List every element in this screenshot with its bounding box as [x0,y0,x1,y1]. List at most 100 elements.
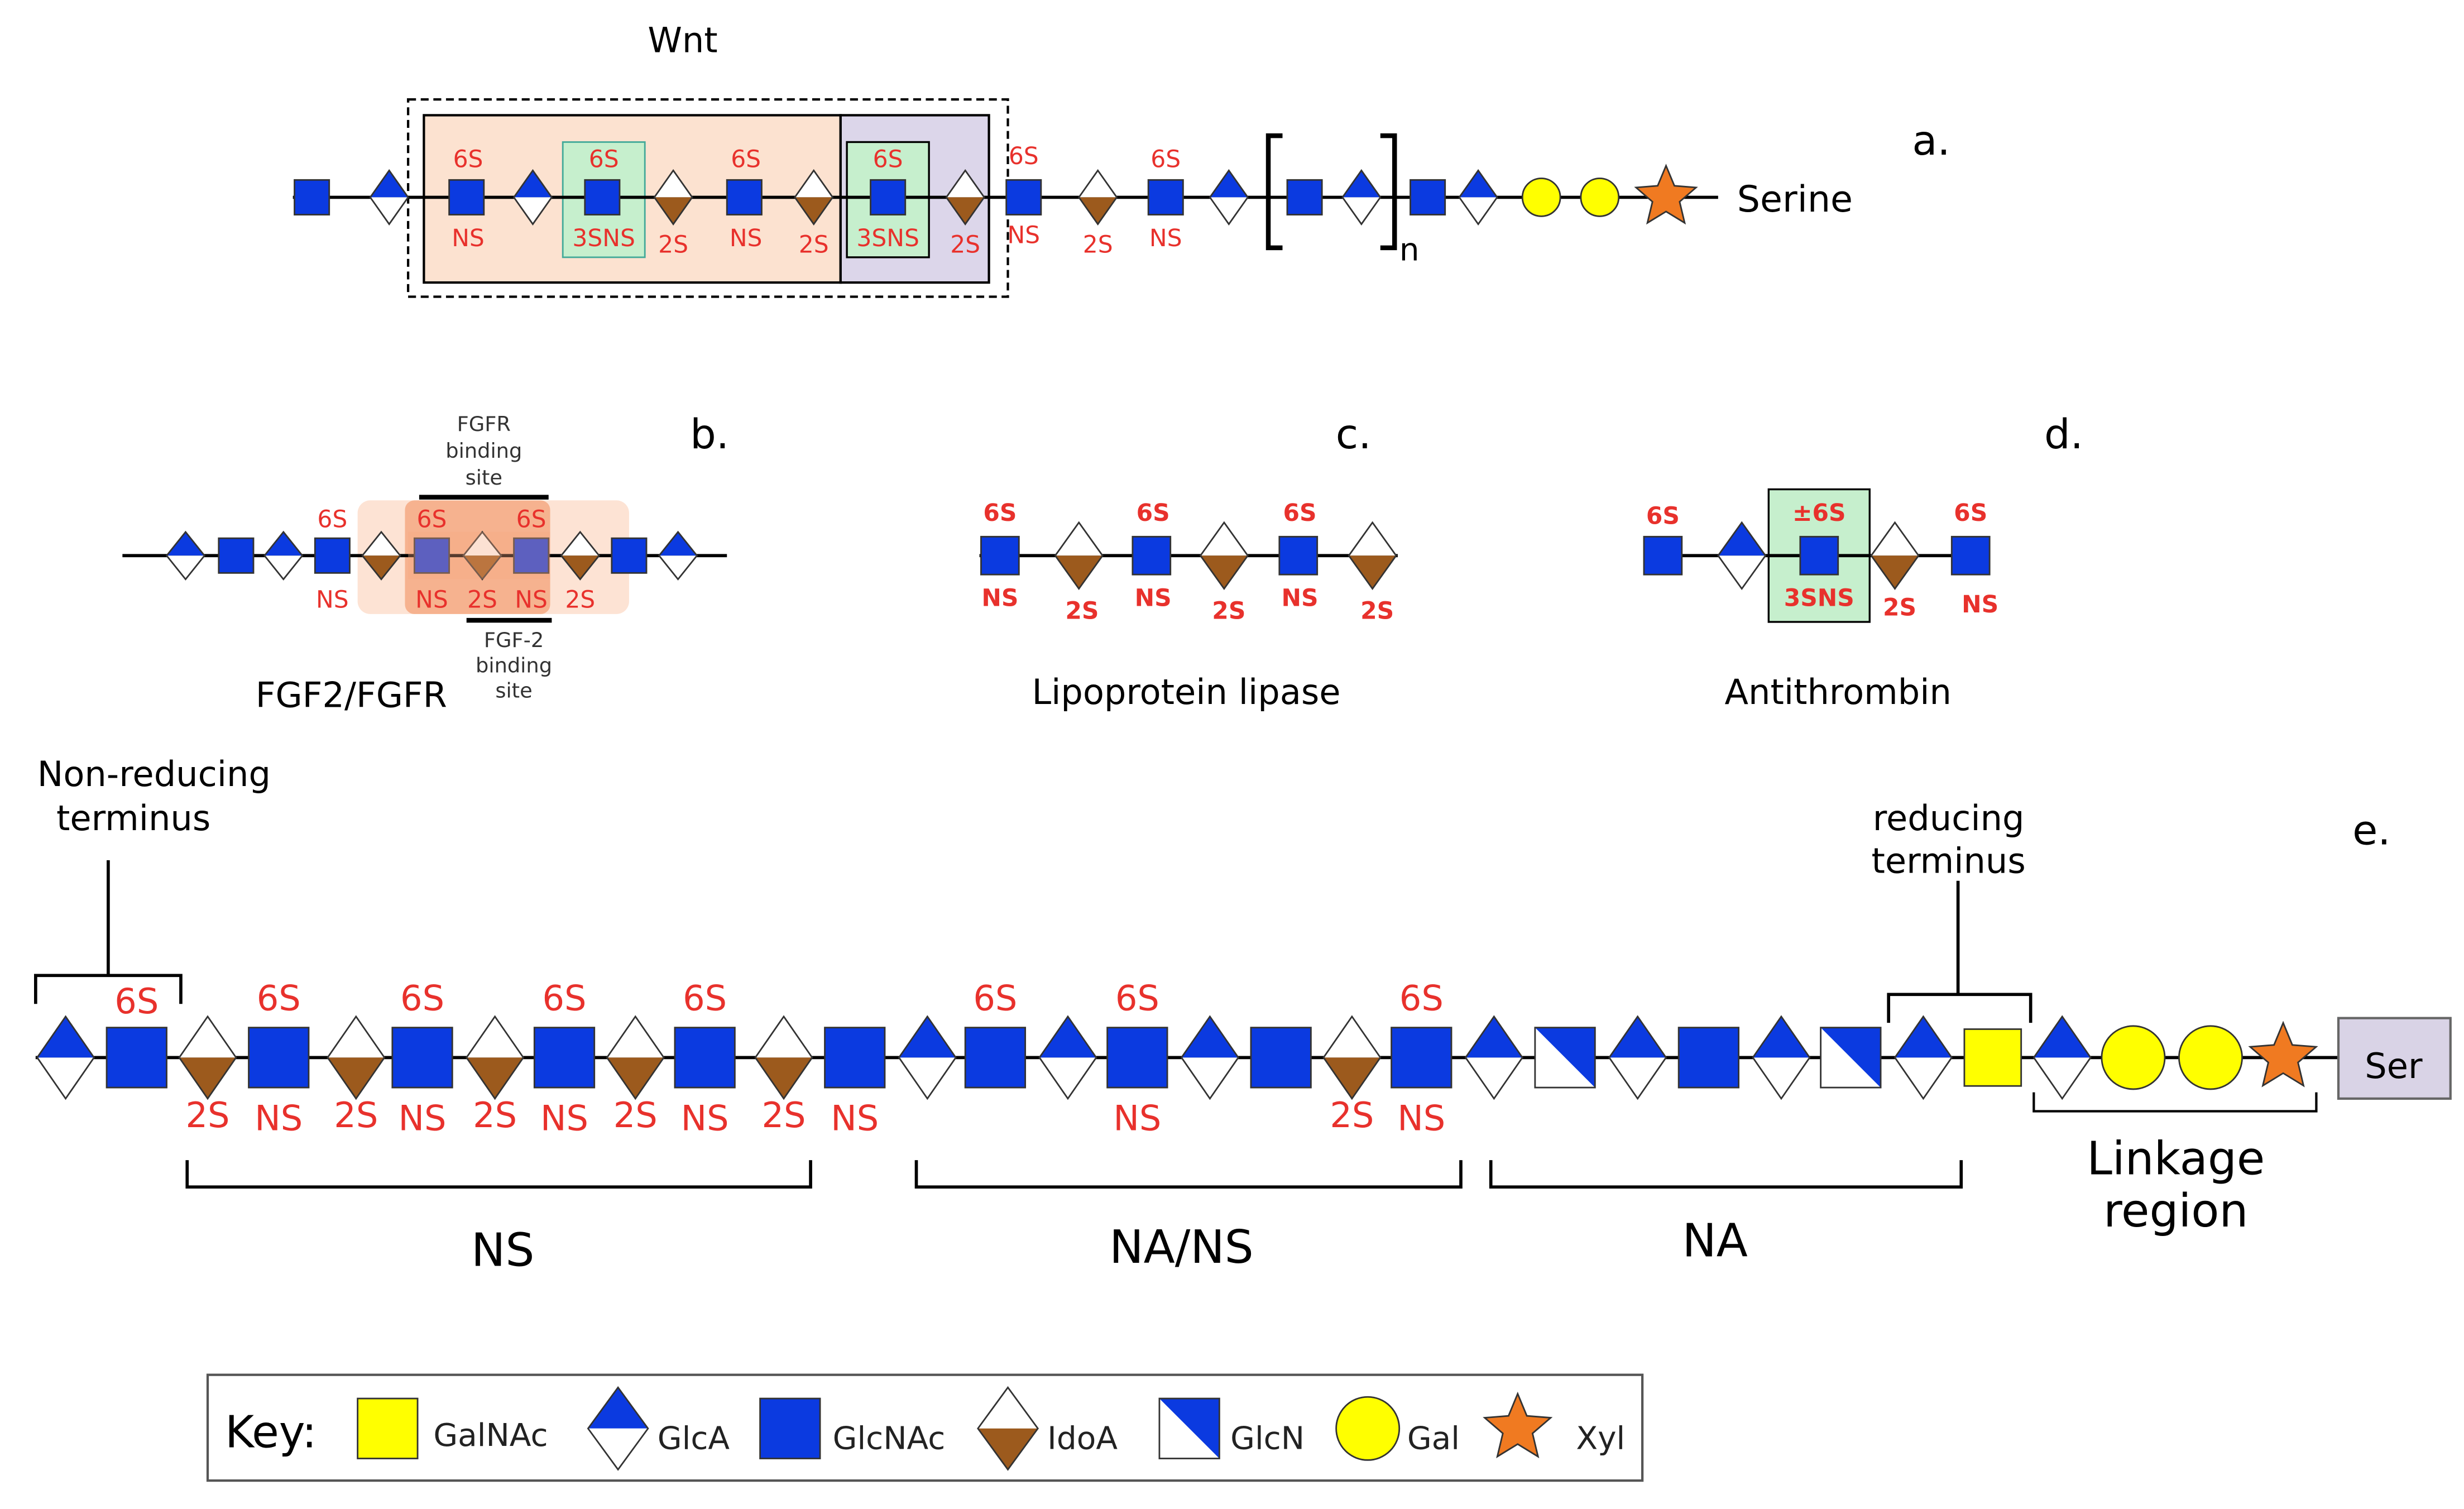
label-b-5: 2S [467,587,497,614]
key-label-idoa: IdoA [1047,1421,1118,1457]
fgf2-site-line-2: binding [476,653,552,677]
label-a-2: NS [452,225,485,252]
idoa-e-1 [178,1015,237,1100]
label-e-9: 6S [542,978,586,1019]
idoa-e-4 [606,1015,665,1100]
bracket-right [1380,133,1397,251]
glca-e-7 [1752,1015,1811,1100]
label-a-8: 2S [799,231,829,258]
galnac-icon [357,1397,419,1459]
linkage-line-2: region [2103,1185,2248,1238]
label-e-5: 2S [334,1095,378,1136]
label-a-5: 2S [658,231,688,258]
gal-a-1 [1521,178,1561,217]
glcnac-e-4 [533,1027,596,1089]
panel-e-letter: e. [2352,807,2391,855]
label-e-8: 2S [473,1095,517,1136]
label-e-10: NS [540,1098,588,1138]
antithrombin-caption: Antithrombin [1725,672,1952,712]
label-a-10: 3SNS [856,225,919,252]
xyl-a [1634,164,1698,225]
fgfr-site-line-1: FGFR [457,412,511,436]
na-domain-bracket [1489,1160,1963,1189]
gal-a-2 [1580,178,1620,217]
xyl-icon [1483,1391,1553,1459]
label-a-7: NS [730,225,763,252]
glca-e-5 [1464,1015,1523,1100]
glcnac-a-3 [584,179,621,215]
key-box [206,1373,1644,1482]
idoa-d-1 [1870,521,1920,591]
label-c-9: 2S [1360,597,1394,625]
fgf-overlay [408,531,550,579]
glca-a-2 [512,169,553,226]
panel-a: Wnt a. n Serine 6S NS 6S 3SNS 2S 6S NS 2… [293,20,1950,298]
glcnac-e-10 [1391,1027,1452,1089]
glcnac-d-2 [1799,535,1839,576]
key-label-gal: Gal [1407,1421,1460,1457]
key-legend: Key: GalNAc GlcA GlcNAc IdoA GlcN Gal Xy… [206,1373,1644,1482]
glcnac-a-7 [1147,179,1184,215]
idoa-a-2 [794,169,834,226]
label-b-8: 2S [565,587,595,614]
fgfr-site-line-3: site [466,466,502,490]
label-e-4: NS [255,1098,303,1138]
label-e-14: 2S [761,1095,806,1136]
label-c-3: 2S [1065,597,1099,625]
idoa-c-2 [1199,521,1249,591]
label-d-4: 2S [1883,595,1916,622]
glcnac-e-11 [1677,1027,1740,1089]
idoa-e-5 [754,1015,813,1100]
panel-b-letter: b. [690,411,729,458]
nonreducing-bracket [33,860,183,1004]
nonreducing-line-2: terminus [56,798,210,839]
idoa-a-3 [945,169,985,226]
glca-e-2 [898,1015,957,1100]
reducing-line-2: terminus [1872,841,2026,882]
idoa-c-1 [1054,521,1104,591]
glcnac-d-1 [1643,535,1683,576]
wnt-title: Wnt [648,20,717,60]
glca-b-2 [263,530,304,581]
glca-a-5 [1458,169,1498,226]
label-e-11: 2S [613,1095,658,1136]
glcnac-b-2 [314,537,351,574]
linkage-line-1: Linkage [2087,1133,2265,1186]
glcnac-e-3 [391,1027,453,1089]
label-e-3: 6S [257,978,301,1019]
panel-d: 6S ±6S 3SNS 2S 6S NS Antithrombin d. [1643,411,2083,712]
domain-nans-label: NA/NS [1109,1221,1253,1274]
xyl-e [2248,1021,2318,1088]
panel-d-letter: d. [2044,411,2083,458]
label-a-4: 3SNS [572,225,635,252]
glcnac-e-8 [1106,1027,1168,1089]
glca-icon [587,1386,649,1471]
label-b-7: NS [515,587,548,614]
label-e-12: 6S [683,978,727,1019]
glcnac-c-1 [980,535,1020,576]
glca-e-8 [1893,1015,1953,1100]
glcnac-e-7 [964,1027,1027,1089]
reducing-bracket [1887,880,2032,1023]
idoa-e-2 [327,1015,386,1100]
label-b-1: 6S [317,506,347,533]
glcnac-e-6 [824,1027,886,1089]
label-e-1: 6S [114,981,159,1022]
serine-label: Serine [1737,179,1853,221]
label-e-18: NS [1113,1098,1161,1138]
glcnac-a-9 [1410,179,1446,215]
label-e-19: 6S [1399,978,1444,1019]
label-e-17: 6S [1115,978,1159,1019]
glca-a-3 [1209,169,1249,226]
label-c-7: 6S [1283,500,1317,527]
panel-b: FGFR binding site FGF-2 binding site 6S … [122,411,729,716]
domain-na-label: NA [1682,1215,1747,1268]
label-c-4: 6S [1137,500,1170,527]
fgfr-site-line-2: binding [445,439,522,463]
panel-c-letter: c. [1336,411,1372,458]
key-label-xyl: Xyl [1576,1421,1625,1457]
glcnac-c-2 [1132,535,1172,576]
gal-e-2 [2178,1025,2243,1090]
label-b-6: 6S [516,506,547,533]
label-d-6: NS [1962,591,1998,619]
